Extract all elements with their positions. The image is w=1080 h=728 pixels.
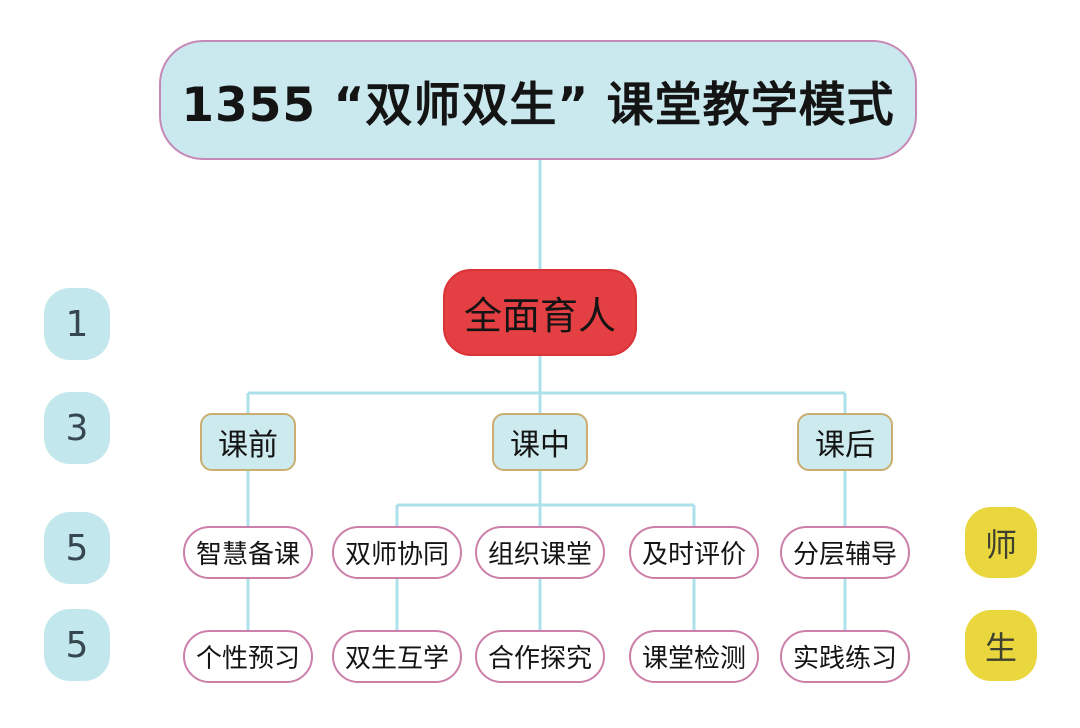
student-step-node: 课堂检测	[629, 630, 759, 683]
count-badge-1: 1	[44, 288, 110, 360]
phase-node-before-class: 课前	[200, 413, 296, 471]
teacher-step-node: 组织课堂	[475, 526, 605, 579]
student-step-node: 合作探究	[475, 630, 605, 683]
teacher-step-node: 智慧备课	[183, 526, 313, 579]
root-node-quanmianyuren: 全面育人	[443, 269, 637, 356]
student-step-node: 双生互学	[332, 630, 462, 683]
count-badge-3: 3	[44, 392, 110, 464]
diagram-title: 1355 “双师双生” 课堂教学模式	[159, 40, 917, 160]
phase-node-during-class: 课中	[492, 413, 588, 471]
teacher-step-node: 双师协同	[332, 526, 462, 579]
teacher-step-node: 及时评价	[629, 526, 759, 579]
role-badge-student: 生	[965, 610, 1037, 681]
student-step-node: 个性预习	[183, 630, 313, 683]
role-badge-teacher: 师	[965, 507, 1037, 578]
phase-node-after-class: 课后	[797, 413, 893, 471]
count-badge-5-teacher: 5	[44, 512, 110, 584]
count-badge-5-student: 5	[44, 609, 110, 681]
teacher-step-node: 分层辅导	[780, 526, 910, 579]
student-step-node: 实践练习	[780, 630, 910, 683]
